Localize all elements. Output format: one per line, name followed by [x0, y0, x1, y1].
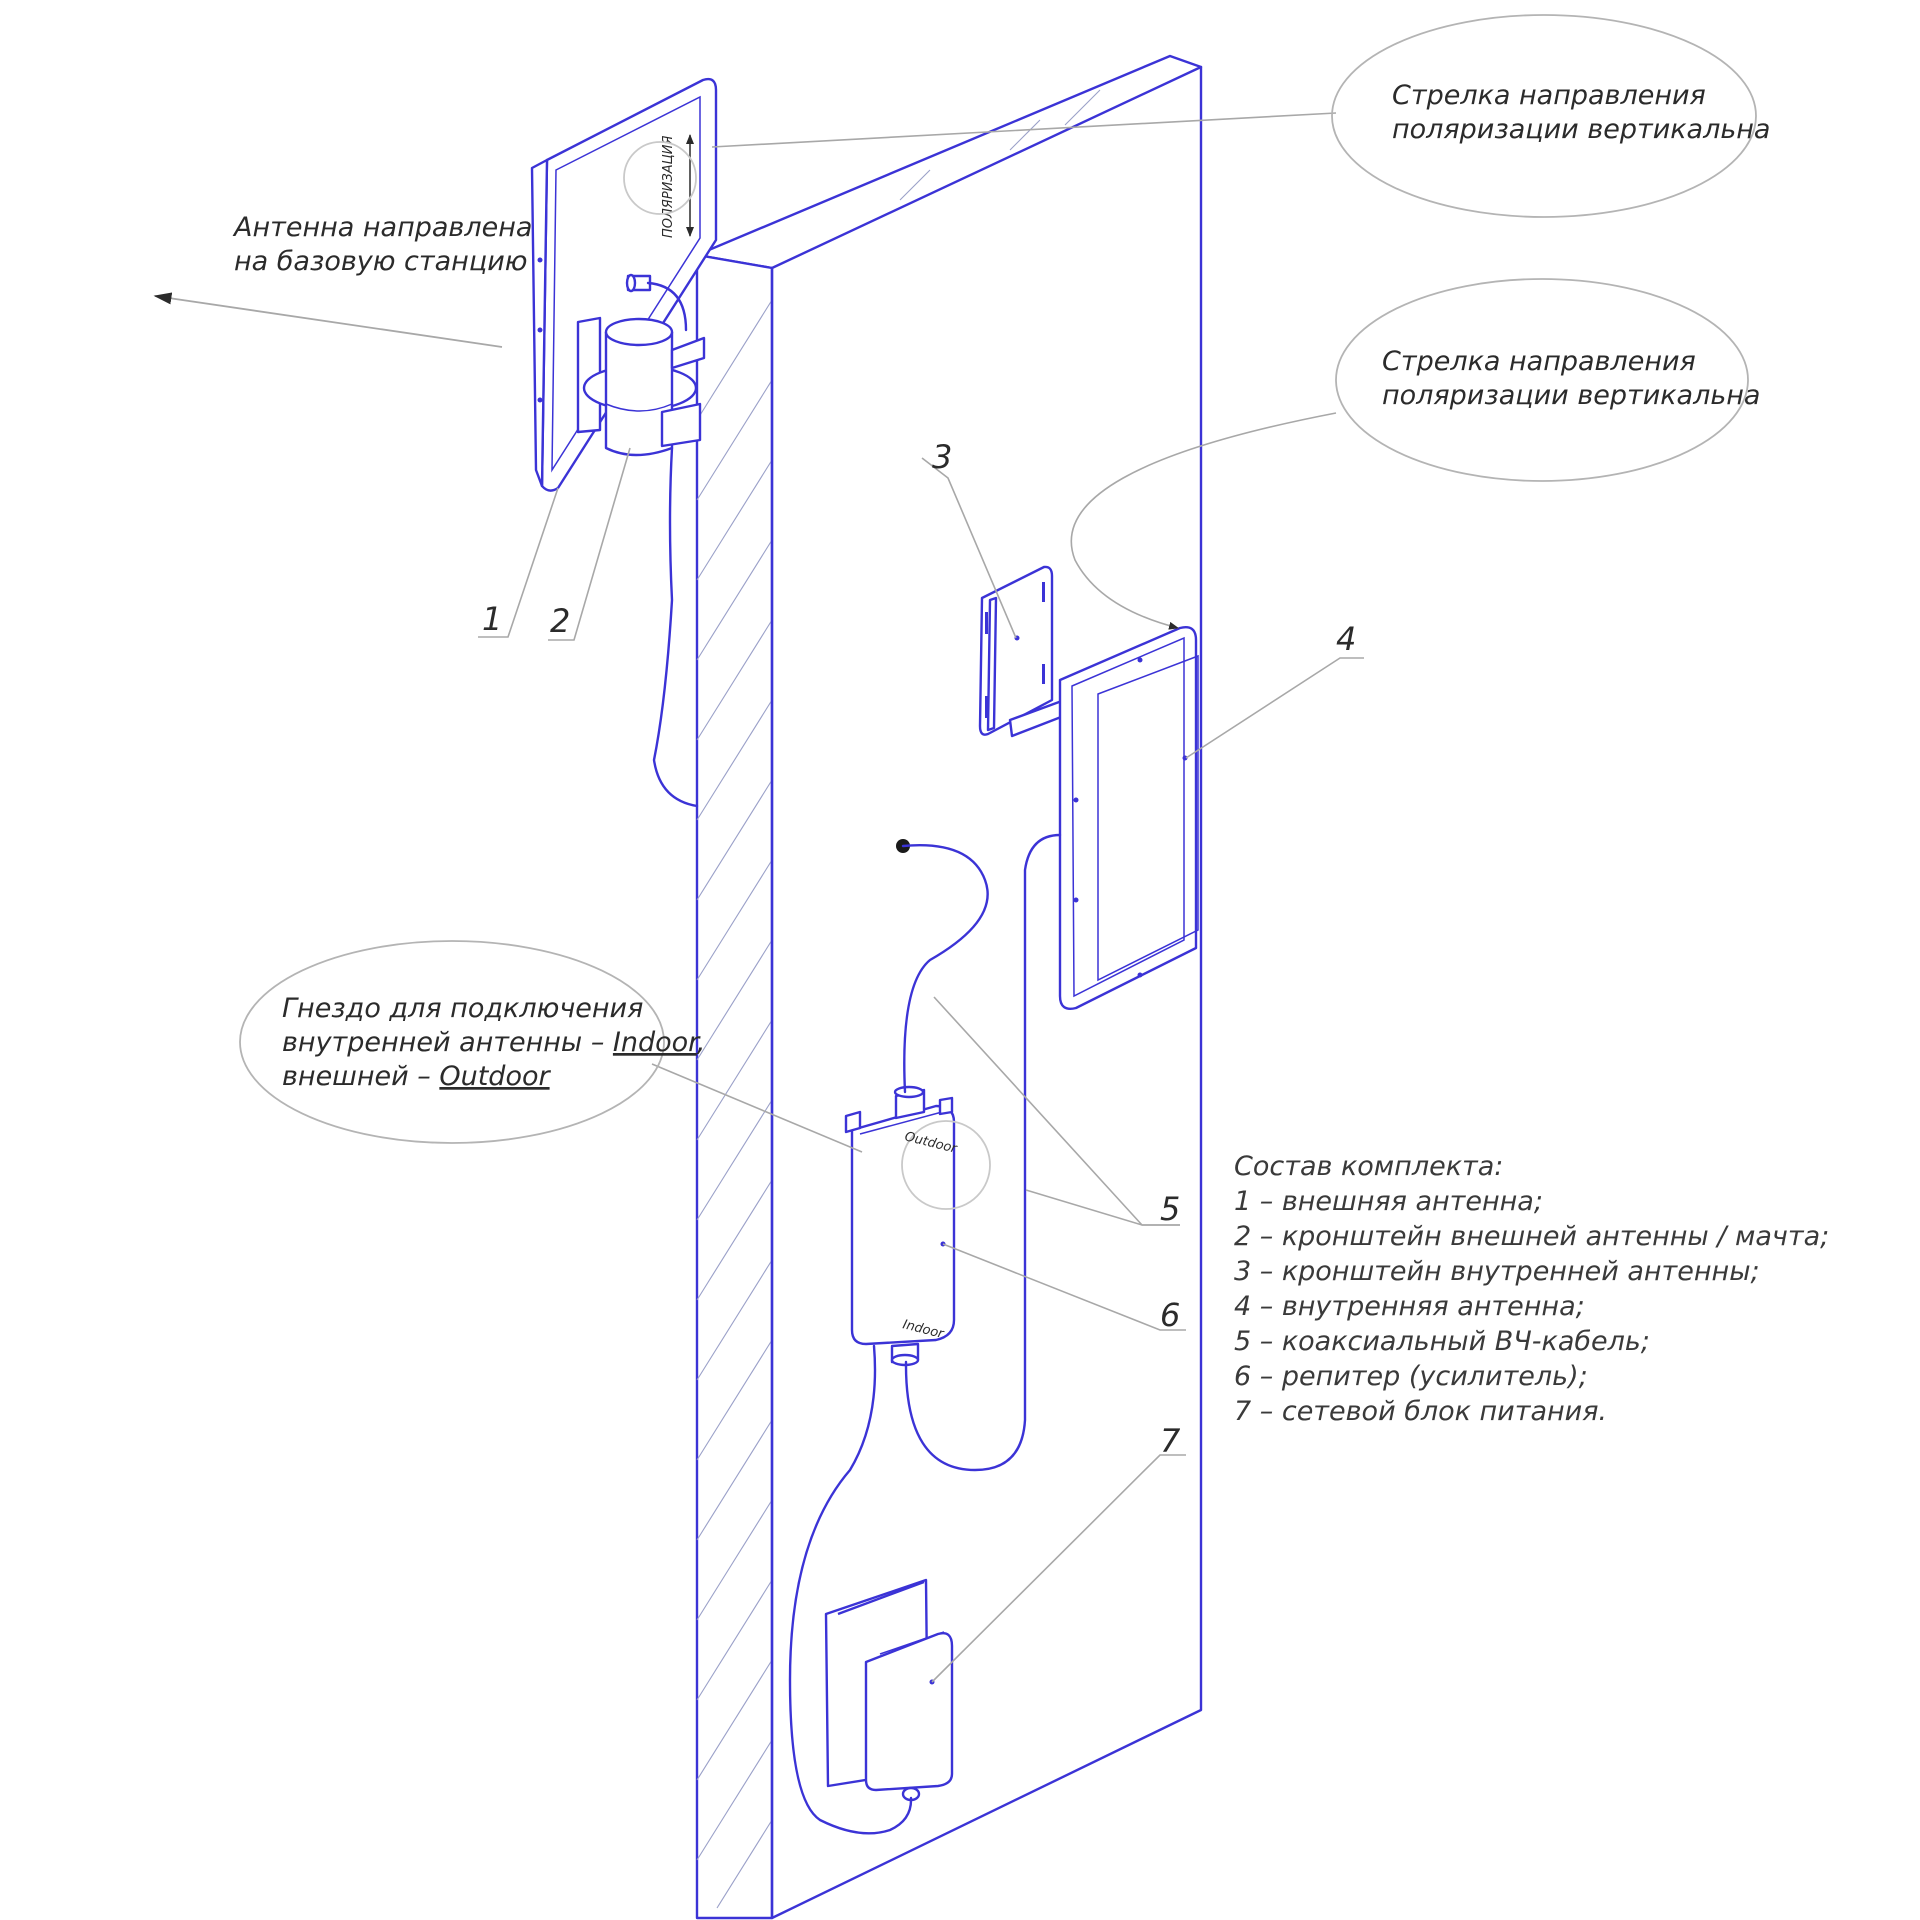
polarization-note-top-line2: поляризации вертикальна — [1392, 114, 1770, 145]
kit-item-2: 2 – кронштейн внешней антенны / мачта; — [1234, 1221, 1829, 1252]
kit-list: Состав комплекта: 1 – внешняя антенна; 2… — [1234, 1151, 1829, 1427]
kit-item-4: 4 – внутренняя антенна; — [1234, 1291, 1585, 1322]
leader-lines — [153, 112, 1364, 1683]
wall — [695, 54, 1203, 1920]
callout-2: 2 — [550, 602, 570, 640]
callout-6: 6 — [1160, 1296, 1180, 1334]
polarization-note-mid: Стрелка направления поляризации вертикал… — [1335, 278, 1760, 482]
callout-7: 7 — [1160, 1422, 1181, 1460]
polarization-note-mid-line2: поляризации вертикальна — [1382, 380, 1760, 411]
kit-item-3: 3 – кронштейн внутренней антенны; — [1234, 1256, 1760, 1287]
socket-note-line2: внутренней антенны – Indoor, — [282, 1027, 705, 1058]
coax-cables — [788, 833, 1062, 1835]
callout-5: 5 — [1160, 1190, 1180, 1228]
callout-numbers: 1 2 3 4 5 6 7 — [482, 438, 1356, 1460]
polarization-note-top-line1: Стрелка направления — [1392, 80, 1706, 111]
power-supply — [824, 1578, 954, 1802]
kit-item-7: 7 – сетевой блок питания. — [1234, 1396, 1607, 1427]
indoor-text: Indoor — [613, 1027, 701, 1058]
callout-1: 1 — [482, 600, 502, 638]
kit-item-5: 5 – коаксиальный ВЧ-кабель; — [1234, 1326, 1650, 1357]
socket-note-line3: внешней – Outdoor — [282, 1061, 551, 1092]
antenna-mast-bracket — [576, 273, 706, 457]
socket-note: Гнездо для подключения внутренней антенн… — [239, 940, 705, 1144]
polarization-label: ПОЛЯРИЗАЦИЯ — [661, 136, 676, 238]
repeater: Outdoor Indoor — [844, 1085, 991, 1367]
callout-4: 4 — [1336, 620, 1356, 658]
kit-item-6: 6 – репитер (усилитель); — [1234, 1361, 1588, 1392]
callout-3: 3 — [932, 438, 952, 476]
kit-title: Состав комплекта: — [1234, 1151, 1503, 1182]
wall-hatching — [696, 89, 1101, 1909]
antenna-direction-line2: на базовую станцию — [234, 246, 527, 277]
kit-item-1: 1 – внешняя антенна; — [1234, 1186, 1543, 1217]
socket-note-line1: Гнездо для подключения — [282, 993, 643, 1024]
polarization-note-top: Стрелка направления поляризации вертикал… — [1331, 14, 1770, 218]
antenna-direction-note: Антенна направлена на базовую станцию — [232, 212, 532, 277]
outdoor-text: Outdoor — [439, 1061, 551, 1092]
antenna-direction-line1: Антенна направлена — [232, 212, 532, 243]
indoor-antenna — [1058, 626, 1199, 1010]
polarization-note-mid-line1: Стрелка направления — [1382, 346, 1696, 377]
